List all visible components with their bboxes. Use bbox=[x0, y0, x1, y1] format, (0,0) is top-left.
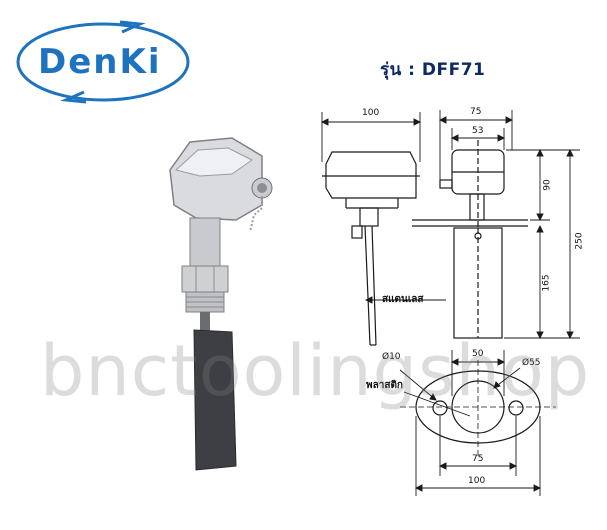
denki-logo bbox=[16, 20, 190, 104]
watermark: bnctoolingshop bbox=[40, 330, 591, 412]
flange-dimension-lines bbox=[399, 350, 542, 496]
dim-flange-width: 100 bbox=[468, 476, 486, 486]
dim-total-height: 250 bbox=[574, 232, 585, 250]
dim-hole-diameter: Ø10 bbox=[382, 352, 401, 362]
chain-icon bbox=[249, 196, 263, 233]
logo-text: DenKi bbox=[38, 42, 162, 82]
dimension-lines bbox=[320, 110, 580, 340]
dim-body-width-outer: 75 bbox=[470, 107, 482, 117]
model-title: รุ่น : DFF71 bbox=[380, 60, 486, 80]
dim-head-width: 100 bbox=[362, 108, 380, 118]
label-plastic: พลาสติก bbox=[366, 380, 403, 391]
side-view-drawing bbox=[322, 140, 528, 346]
dim-head-height: 90 bbox=[542, 179, 553, 191]
dim-body-width-inner: 53 bbox=[472, 126, 484, 136]
flange-top-view bbox=[400, 360, 556, 456]
dim-paddle-height: 165 bbox=[541, 274, 552, 292]
logo-arrow-bottom-icon bbox=[60, 90, 87, 104]
logo-arrow-top-icon bbox=[119, 20, 146, 34]
product-photo bbox=[169, 137, 273, 471]
dim-hole-spacing: 75 bbox=[472, 454, 484, 464]
label-stainless: สแตนเลส bbox=[382, 294, 424, 305]
dim-boss-diameter: Ø55 bbox=[522, 358, 541, 368]
dim-center-distance: 50 bbox=[472, 349, 484, 359]
